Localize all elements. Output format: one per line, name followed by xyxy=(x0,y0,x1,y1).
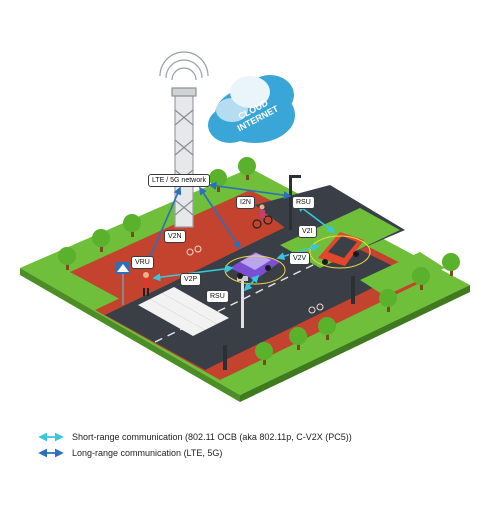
legend-long-range-text: Long-range communication (LTE, 5G) xyxy=(72,448,223,458)
cloud-icon xyxy=(208,75,295,143)
trees xyxy=(58,157,460,365)
long-range-arrows xyxy=(146,181,292,264)
i2n-label: I2N xyxy=(236,196,255,209)
legend-short-range: Short-range communication (802.11 OCB (a… xyxy=(38,430,478,444)
v2n-label: V2N xyxy=(164,230,186,243)
legend-short-range-swatch xyxy=(38,432,64,442)
v2i-label: V2I xyxy=(298,225,317,238)
rsu-top-label: RSU xyxy=(292,196,315,209)
pedestrian-icon xyxy=(143,272,149,296)
legend-short-range-text: Short-range communication (802.11 OCB (a… xyxy=(72,432,352,442)
red-car-icon xyxy=(309,232,371,269)
crossing-sign-icon xyxy=(116,262,130,305)
v2p-label: V2P xyxy=(180,273,202,286)
network-label: LTE / 5G network xyxy=(148,174,210,187)
legend-long-range: Long-range communication (LTE, 5G) xyxy=(38,446,478,460)
legend-arrows xyxy=(38,432,64,458)
street-lamp-icon xyxy=(223,175,355,370)
cyclist-icon xyxy=(252,204,273,229)
legend-long-range-swatch xyxy=(38,448,64,458)
rsu-bottom-label: RSU xyxy=(206,290,229,303)
crosswalk xyxy=(138,287,229,336)
v2v-label: V2V xyxy=(289,252,311,265)
vru-label: VRU xyxy=(131,256,154,269)
